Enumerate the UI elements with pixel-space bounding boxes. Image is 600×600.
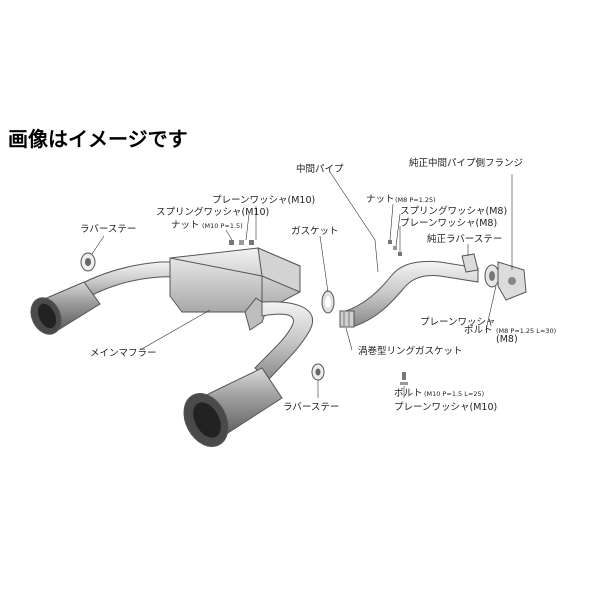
bottom-bolt-part [400, 372, 408, 385]
label-main-muffler: メインマフラー [90, 348, 157, 359]
leader-main-muffler [139, 309, 211, 351]
leader-bolt-m8 [485, 285, 497, 331]
label-nut-left: ナット [171, 220, 200, 231]
pure-rubber-stay-part [461, 253, 479, 273]
label-pure-mid-pipe-flange: 純正中間パイプ側フランジ [409, 157, 523, 169]
label-nut-right: ナット [366, 194, 395, 205]
leader-spring-washer-m8 [395, 213, 401, 247]
gasket-part [321, 290, 335, 314]
leader-nut-left [225, 229, 233, 241]
leader-spring-washer-m10 [245, 213, 250, 241]
label-nut-left-spec: (M10 P=1.5) [202, 222, 243, 230]
mid-pipe-part [342, 260, 479, 327]
label-mid-pipe: 中間パイプ [296, 163, 344, 175]
label-bolt-m8: ボルト [464, 325, 493, 336]
page-title: 画像はイメージです [8, 127, 188, 151]
label-plain-washer-m8-upper: プレーンワッシャ(M8) [400, 218, 497, 229]
muffler-edge-line [169, 257, 263, 312]
upper-tail-tip [30, 281, 101, 335]
mid-pipe-fastener-stack [388, 240, 402, 256]
leader-mid-pipe [329, 171, 379, 273]
label-plain-washer-m8-lower: プレーンワッシャ [420, 317, 496, 328]
label-bolt-m10-spec: (M10 P=1.5 L=25) [424, 390, 484, 398]
label-pure-rubber-stay: 純正ラバーステー [427, 233, 502, 245]
label-plain-washer-m10-bottom: プレーンワッシャ(M10) [394, 402, 497, 413]
label-plain-washer-m8-lower-spec: (M8) [496, 334, 518, 345]
rubber-stay-bottom-part [311, 363, 325, 381]
label-spring-washer-m10: スプリングワッシャ(M10) [156, 206, 269, 218]
label-plain-washer-m10-top: プレーンワッシャ(M10) [212, 195, 315, 206]
muffler-side-face [257, 247, 301, 293]
label-nut-right-spec: (M8 P=1.25) [395, 196, 436, 204]
leader-nut-right [389, 203, 394, 241]
rubber-stay-left-part [80, 252, 96, 272]
label-rubber-stay-bottom: ラバーステー [283, 402, 339, 413]
leader-spiral-gasket [345, 327, 353, 351]
label-rubber-stay-left: ラバーステー [80, 224, 136, 235]
label-gasket: ガスケット [291, 226, 339, 237]
leader-gasket [319, 235, 329, 293]
label-bolt-m8-spec: (M8 P=1.25 L=30) [496, 327, 556, 335]
label-bolt-m10: ボルト [394, 388, 423, 399]
leader-rubber-stay-left [91, 235, 105, 255]
pure-mid-pipe-flange-part [497, 261, 527, 301]
mid-pipe-flange [484, 264, 500, 288]
label-spring-washer-m8: スプリングワッシャ(M8) [400, 205, 507, 217]
spiral-gasket-part [339, 310, 355, 328]
label-spiral-gasket: 渦巻型リングガスケット [358, 345, 463, 357]
muffler-fastener-stack [229, 240, 254, 245]
right-tail-pipe [254, 301, 313, 381]
lower-tail-tip [183, 367, 283, 447]
